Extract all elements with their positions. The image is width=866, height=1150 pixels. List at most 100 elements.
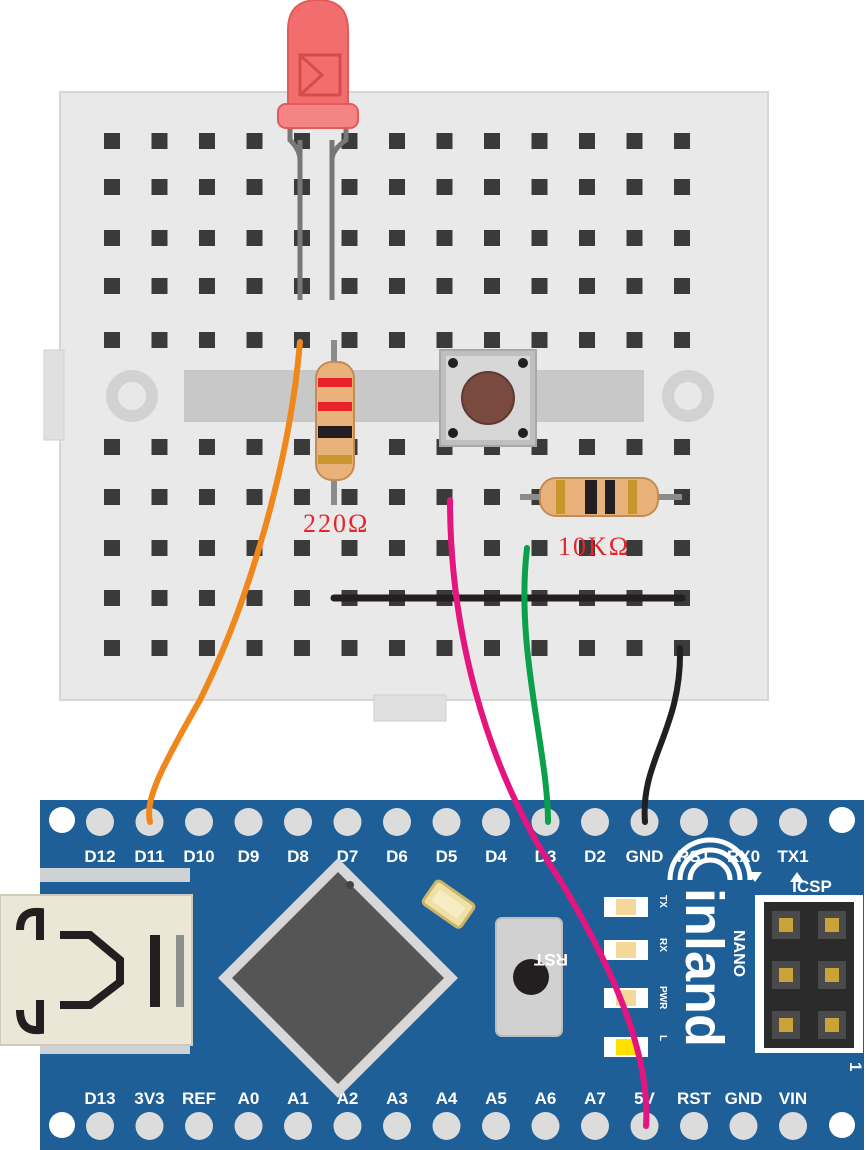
push-button-cap xyxy=(461,371,515,425)
status-led xyxy=(616,942,636,958)
breadboard-hole xyxy=(151,278,168,294)
resistor-220-label: 220Ω xyxy=(303,509,369,538)
breadboard-hole xyxy=(389,179,405,195)
breadboard-hole xyxy=(341,230,358,246)
top-header-pin xyxy=(185,808,213,836)
bottom-pin-label: GND xyxy=(725,1089,763,1108)
reset-button[interactable] xyxy=(495,917,563,1037)
bottom-header-pin xyxy=(680,1112,708,1140)
icsp-pin1-label: 1 xyxy=(846,1062,865,1071)
resistor-220 xyxy=(315,340,355,505)
bottom-pin-label: A7 xyxy=(584,1089,606,1108)
breadboard-hole xyxy=(246,133,263,149)
top-pin-label: D12 xyxy=(84,847,115,866)
breadboard-hole xyxy=(389,489,405,505)
breadboard-hole xyxy=(626,278,643,294)
breadboard-hole xyxy=(199,439,215,455)
breadboard-hole xyxy=(674,179,690,195)
breadboard-hole xyxy=(104,439,120,455)
breadboard-hole xyxy=(151,230,168,246)
breadboard-hole xyxy=(579,179,595,195)
bottom-pin-label: A0 xyxy=(238,1089,260,1108)
breadboard-hole xyxy=(294,540,310,556)
push-button[interactable] xyxy=(439,349,537,447)
breadboard-hole xyxy=(531,540,548,556)
breadboard-hole xyxy=(389,133,405,149)
breadboard-hole xyxy=(341,278,358,294)
breadboard-hole xyxy=(104,489,120,505)
breadboard xyxy=(43,91,769,722)
breadboard-hole xyxy=(579,278,595,294)
microcontroller-chip-icon xyxy=(218,858,458,1098)
breadboard-hole xyxy=(626,332,643,348)
breadboard-hole xyxy=(626,179,643,195)
breadboard-hole xyxy=(151,489,168,505)
board-hole-tr xyxy=(829,807,855,833)
breadboard-hole xyxy=(674,133,690,149)
breadboard-hole xyxy=(484,278,500,294)
breadboard-hole xyxy=(151,332,168,348)
bottom-pin-label: A5 xyxy=(485,1089,507,1108)
breadboard-hole xyxy=(341,540,358,556)
breadboard-hole xyxy=(104,278,120,294)
reset-label: RST xyxy=(533,950,568,969)
breadboard-hole xyxy=(626,133,643,149)
breadboard-hole xyxy=(579,640,595,656)
bottom-header-pin xyxy=(482,1112,510,1140)
breadboard-hole xyxy=(151,133,168,149)
bottom-pin-label: 3V3 xyxy=(134,1089,164,1108)
status-led xyxy=(616,1039,636,1055)
top-header-pin xyxy=(86,808,114,836)
breadboard-hole xyxy=(531,230,548,246)
top-pin-label: D5 xyxy=(436,847,458,866)
resistor-10k-label: 10KΩ xyxy=(558,532,630,561)
top-header-pin xyxy=(383,808,411,836)
breadboard-hole xyxy=(294,489,310,505)
top-header-pin xyxy=(482,808,510,836)
bottom-pin-label: RST xyxy=(677,1089,712,1108)
bottom-pin-label: A1 xyxy=(287,1089,309,1108)
breadboard-hole xyxy=(389,540,405,556)
breadboard-hole xyxy=(626,230,643,246)
breadboard-hole xyxy=(484,540,500,556)
top-header-pin xyxy=(680,808,708,836)
top-pin-label: D9 xyxy=(238,847,260,866)
breadboard-hole xyxy=(436,179,453,195)
bottom-pin-label: A6 xyxy=(535,1089,557,1108)
breadboard-hole xyxy=(484,133,500,149)
breadboard-hole xyxy=(436,640,453,656)
board-hole-br xyxy=(829,1112,855,1138)
top-pin-label: D4 xyxy=(485,847,507,866)
breadboard-hole xyxy=(199,640,215,656)
breadboard-hole xyxy=(199,230,215,246)
breadboard-hole xyxy=(294,640,310,656)
bottom-header-pin xyxy=(284,1112,312,1140)
breadboard-hole xyxy=(199,179,215,195)
bottom-header-pin xyxy=(333,1112,362,1140)
status-led xyxy=(616,899,636,915)
wire-orange-d11 xyxy=(146,339,303,825)
breadboard-hole xyxy=(531,640,548,656)
breadboard-hole xyxy=(579,540,595,556)
model-label: NANO xyxy=(730,930,747,977)
breadboard-hole xyxy=(674,439,690,455)
top-header-pin xyxy=(432,808,461,836)
bottom-header-pin xyxy=(185,1112,213,1140)
bottom-header-pin xyxy=(531,1112,560,1140)
breadboard-hole xyxy=(104,133,120,149)
breadboard-hole xyxy=(531,332,548,348)
breadboard-hole xyxy=(484,230,500,246)
breadboard-hole xyxy=(389,230,405,246)
breadboard-hole xyxy=(579,439,595,455)
bottom-pin-label: VIN xyxy=(779,1089,807,1108)
bottom-header-pin xyxy=(432,1112,461,1140)
wire-green-d3 xyxy=(521,545,551,825)
breadboard-hole xyxy=(674,278,690,294)
breadboard-hole xyxy=(389,332,405,348)
top-pin-label: GND xyxy=(626,847,664,866)
bottom-pin-label: D13 xyxy=(84,1089,115,1108)
breadboard-hole xyxy=(626,540,643,556)
breadboard-hole xyxy=(674,332,690,348)
breadboard-hole xyxy=(341,332,358,348)
